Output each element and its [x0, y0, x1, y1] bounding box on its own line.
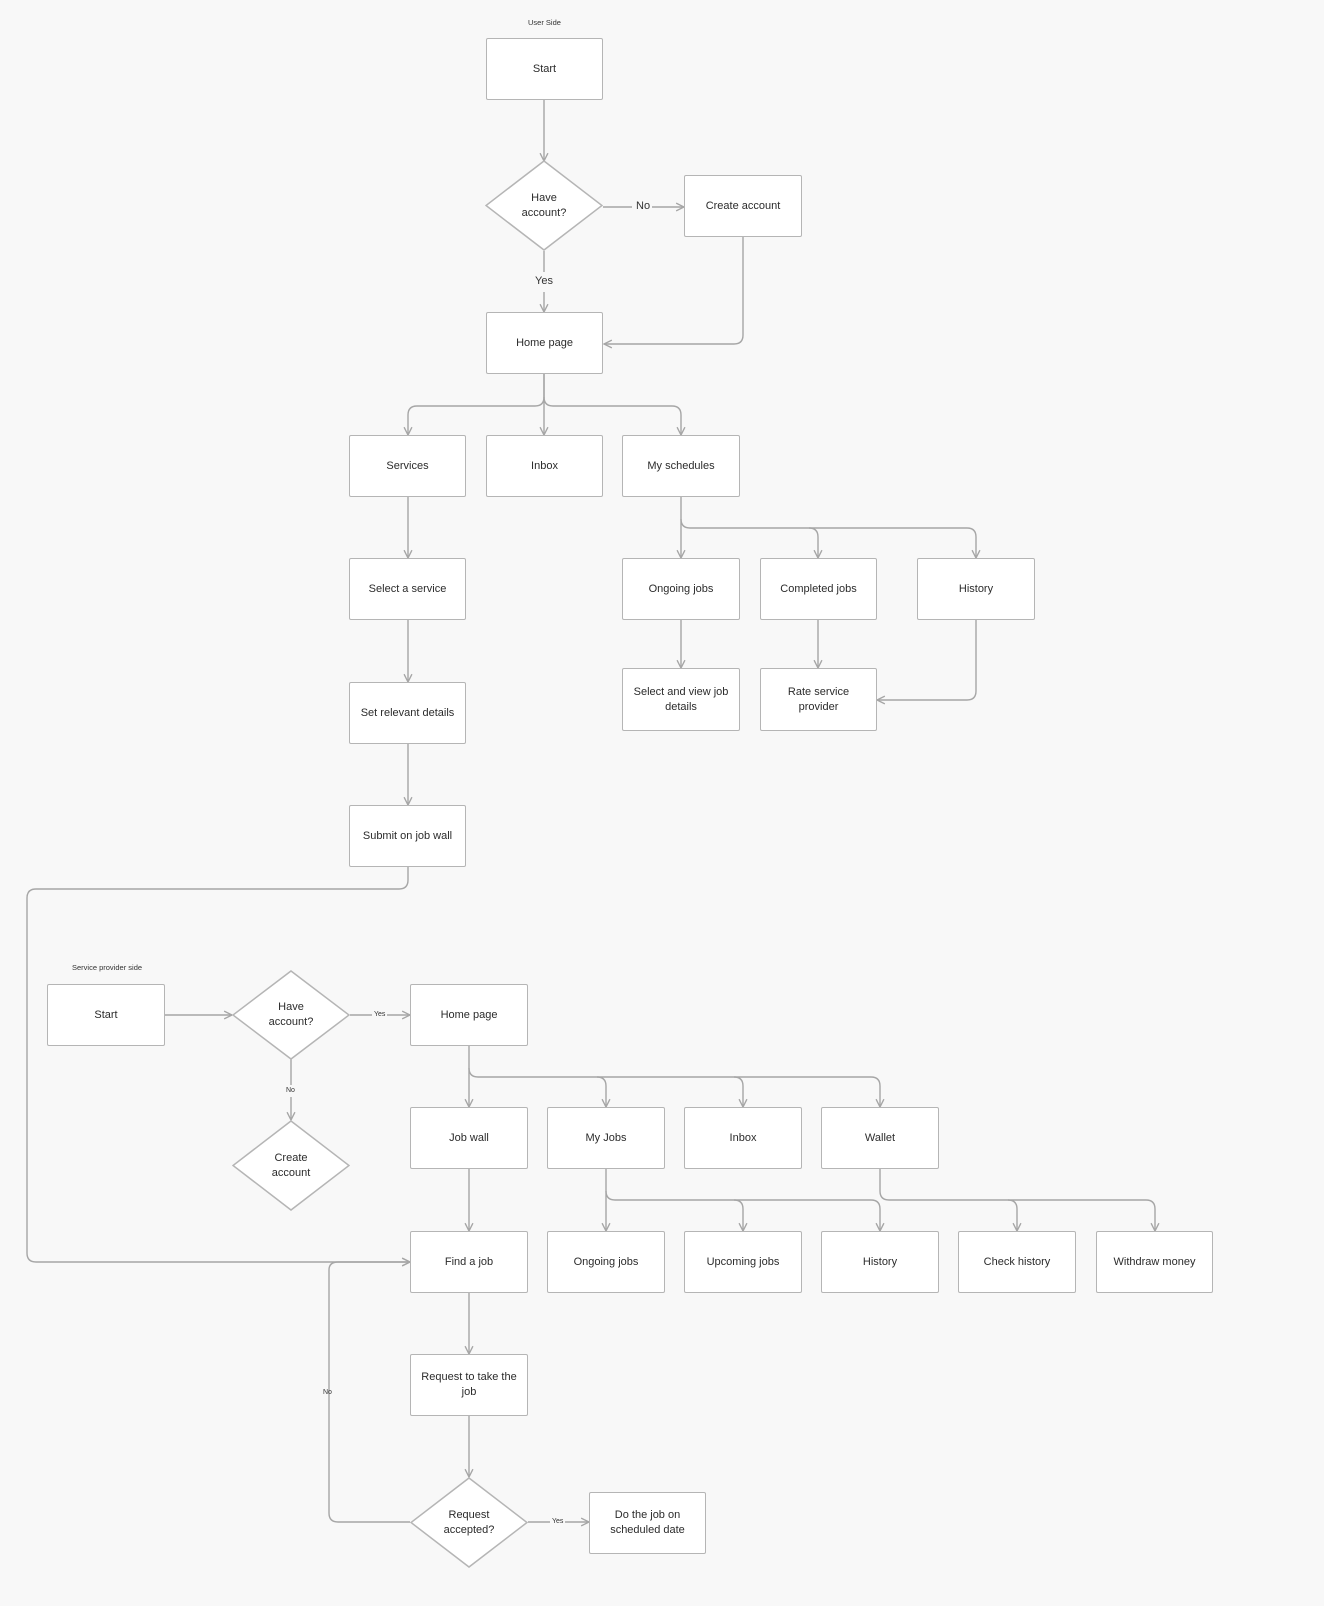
- provider-inbox-node: Inbox: [684, 1107, 802, 1169]
- provider-no-loop-label: No: [323, 1389, 332, 1396]
- provider-request-accepted-decision: Request accepted?: [410, 1477, 528, 1568]
- user-set-details-node: Set relevant details: [349, 682, 466, 744]
- user-my-schedules-node: My schedules: [622, 435, 740, 497]
- edge-history-to-rate: [877, 620, 977, 700]
- user-start-node: Start: [486, 38, 603, 100]
- edge-sp-home-to-wallet: [734, 1076, 880, 1107]
- user-ongoing-jobs-node: Ongoing jobs: [622, 558, 740, 620]
- provider-request-take-job-node: Request to take the job: [410, 1354, 528, 1416]
- edge-sp-home-to-inbox: [597, 1076, 743, 1107]
- user-select-service-node: Select a service: [349, 558, 466, 620]
- section-title-provider-side: Service provider side: [72, 963, 143, 972]
- provider-have-account-decision: Have account?: [232, 970, 350, 1060]
- edge-sp-myjobs-to-upcoming: [605, 1190, 743, 1231]
- provider-find-job-node: Find a job: [410, 1231, 528, 1293]
- provider-ongoing-jobs-node: Ongoing jobs: [547, 1231, 665, 1293]
- provider-wallet-node: Wallet: [821, 1107, 939, 1169]
- user-no-label: No: [636, 200, 651, 212]
- provider-create-account-label: Create account: [271, 1151, 311, 1179]
- edge-submit-to-findjob: [26, 867, 410, 1262]
- provider-upcoming-jobs-node: Upcoming jobs: [684, 1231, 802, 1293]
- provider-start-node: Start: [47, 984, 165, 1046]
- provider-yes-label: Yes: [374, 1011, 386, 1018]
- user-select-view-job-node: Select and view job details: [622, 668, 740, 731]
- edge-schedules-to-completed: [680, 518, 818, 558]
- provider-create-account-diamond: Create account: [232, 1120, 350, 1211]
- user-rate-provider-node: Rate service provider: [760, 668, 877, 731]
- user-completed-jobs-node: Completed jobs: [760, 558, 877, 620]
- provider-check-history-node: Check history: [958, 1231, 1076, 1293]
- user-submit-job-wall-node: Submit on job wall: [349, 805, 466, 867]
- user-have-account-decision: Have account?: [485, 160, 603, 251]
- edge-sp-wallet-to-check: [879, 1169, 1017, 1231]
- section-title-user-side: User Side: [528, 18, 561, 27]
- edge-create-to-home: [604, 237, 744, 344]
- user-yes-label: Yes: [535, 275, 553, 287]
- user-services-node: Services: [349, 435, 466, 497]
- user-home-page-node: Home page: [486, 312, 603, 374]
- user-create-account-node: Create account: [684, 175, 802, 237]
- edge-home-to-services: [408, 374, 545, 435]
- provider-have-account-label: Have account?: [268, 1001, 314, 1028]
- provider-request-accepted-label: Request accepted?: [443, 1508, 495, 1536]
- provider-do-job-node: Do the job on scheduled date: [589, 1492, 706, 1554]
- provider-job-wall-node: Job wall: [410, 1107, 528, 1169]
- edge-sp-decision-no-loop: [328, 1262, 410, 1523]
- edge-sp-home-to-myjobs: [468, 1067, 606, 1107]
- edge-schedules-to-history: [809, 527, 976, 558]
- user-inbox-node: Inbox: [486, 435, 603, 497]
- provider-my-jobs-node: My Jobs: [547, 1107, 665, 1169]
- provider-yes-done-label: Yes: [552, 1518, 564, 1525]
- provider-history-node: History: [821, 1231, 939, 1293]
- provider-home-page-node: Home page: [410, 984, 528, 1046]
- provider-withdraw-money-node: Withdraw money: [1096, 1231, 1213, 1293]
- provider-no-label: No: [286, 1087, 295, 1094]
- edge-home-to-schedules: [543, 396, 681, 435]
- user-history-node: History: [917, 558, 1035, 620]
- edge-sp-myjobs-to-history: [734, 1199, 880, 1231]
- edge-sp-wallet-to-withdraw: [1008, 1199, 1155, 1231]
- user-have-account-label: Have account?: [521, 191, 567, 219]
